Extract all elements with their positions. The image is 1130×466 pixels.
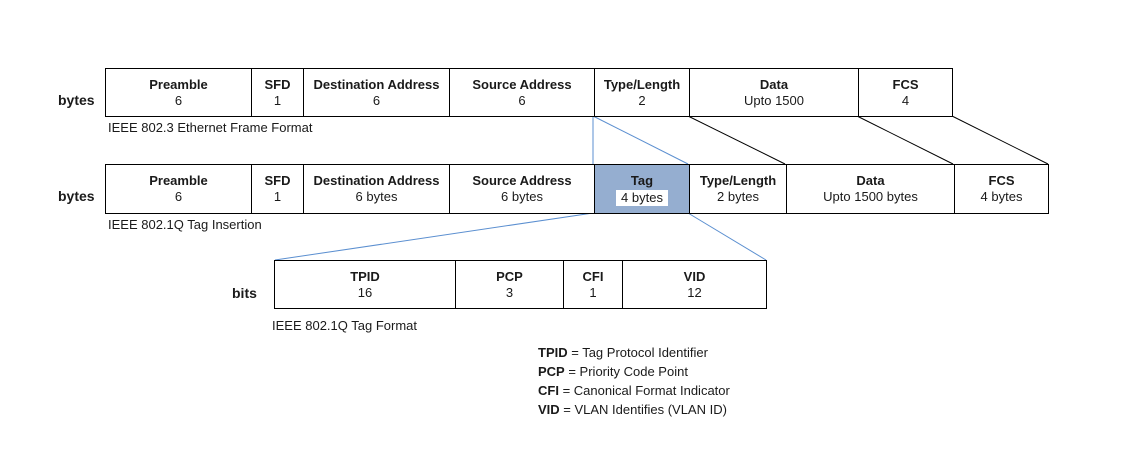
field-name: Destination Address [313, 173, 440, 188]
field-size: Upto 1500 bytes [823, 189, 918, 204]
ethernet-field-type-length: Type/Length 2 [595, 69, 690, 116]
legend-item-tpid: TPID = Tag Protocol Identifier [538, 343, 730, 362]
field-name: Type/Length [699, 173, 777, 188]
tag-field-pcp: PCP 3 [456, 261, 564, 308]
dot1q-field-tag: Tag 4 bytes [595, 165, 690, 213]
field-name: SFD [264, 173, 291, 188]
legend-text: = Canonical Format Indicator [558, 383, 730, 398]
shift-connector-data [856, 115, 954, 165]
field-size: 2 bytes [717, 189, 759, 204]
dot1q-field-destination: Destination Address 6 bytes [304, 165, 450, 213]
abbreviation-legend: TPID = Tag Protocol Identifier PCP = Pri… [538, 343, 730, 419]
tag-format-frame: TPID 16 PCP 3 CFI 1 VID 12 [274, 260, 767, 309]
tag-field-vid: VID 12 [623, 261, 766, 308]
legend-item-pcp: PCP = Priority Code Point [538, 362, 730, 381]
field-name: CFI [582, 268, 604, 284]
ethernet-frame: Preamble 6 SFD 1 Destination Address 6 S… [105, 68, 953, 117]
dot1q-field-source: Source Address 6 bytes [450, 165, 595, 213]
legend-abbr: CFI [538, 383, 559, 398]
field-size: 1 [589, 284, 597, 300]
legend-text: = Priority Code Point [564, 364, 688, 379]
dot1q-frame: Preamble 6 SFD 1 Destination Address 6 b… [105, 164, 1049, 214]
tag-unit-label: bits [232, 285, 257, 301]
field-size: 4 [901, 92, 910, 108]
legend-text: = Tag Protocol Identifier [567, 345, 708, 360]
tag-format-connector-left [274, 212, 594, 261]
dot1q-field-type-length: Type/Length 2 bytes [690, 165, 787, 213]
field-name: VID [683, 268, 706, 284]
field-size: 16 [357, 284, 373, 300]
tag-format-connector-right [687, 212, 767, 261]
field-size: 12 [687, 284, 702, 300]
ethernet-field-source: Source Address 6 [450, 69, 595, 116]
tag-field-cfi: CFI 1 [564, 261, 623, 308]
field-name: Source Address [472, 173, 572, 188]
field-name: Preamble [149, 173, 208, 188]
field-size: 6 [372, 92, 381, 108]
field-size: 6 bytes [355, 189, 398, 204]
legend-text: = VLAN Identifies (VLAN ID) [559, 402, 727, 417]
shift-connector-fcs [951, 115, 1049, 165]
field-name: Preamble [149, 76, 208, 92]
field-name: Data [759, 76, 789, 92]
dot1q-field-sfd: SFD 1 [252, 165, 304, 213]
field-size: 4 bytes [616, 189, 668, 206]
tag-field-tpid: TPID 16 [275, 261, 456, 308]
field-name: Type/Length [603, 76, 681, 92]
field-size: 6 [518, 92, 526, 108]
legend-item-vid: VID = VLAN Identifies (VLAN ID) [538, 400, 730, 419]
field-name: Source Address [472, 76, 572, 92]
field-size: 1 [273, 92, 282, 108]
dot1q-field-data: Data Upto 1500 bytes [787, 165, 955, 213]
field-size: 6 bytes [501, 189, 543, 204]
legend-item-cfi: CFI = Canonical Format Indicator [538, 381, 730, 400]
field-name: FCS [892, 76, 919, 92]
ethernet-field-sfd: SFD 1 [252, 69, 304, 116]
ethernet-field-preamble: Preamble 6 [106, 69, 252, 116]
field-name: PCP [496, 268, 523, 284]
legend-abbr: VID [538, 402, 560, 417]
field-size: 4 bytes [980, 189, 1023, 204]
field-name: Tag [630, 172, 654, 188]
field-size: 3 [505, 284, 514, 300]
ethernet-unit-label: bytes [58, 92, 95, 108]
field-size: 1 [273, 189, 282, 204]
field-size: 6 [174, 92, 183, 108]
field-size: Upto 1500 [744, 92, 804, 108]
ethernet-caption: IEEE 802.3 Ethernet Frame Format [108, 120, 313, 135]
field-name: SFD [264, 76, 291, 92]
field-name: Destination Address [313, 76, 440, 92]
ethernet-field-data: Data Upto 1500 [690, 69, 859, 116]
dot1q-field-preamble: Preamble 6 [106, 165, 252, 213]
shift-connector-type [687, 115, 786, 165]
dot1q-unit-label: bytes [58, 188, 95, 204]
field-name: TPID [350, 268, 380, 284]
legend-abbr: PCP [538, 364, 565, 379]
field-name: FCS [988, 173, 1015, 188]
tag-insert-connector-right [592, 115, 689, 165]
legend-abbr: TPID [538, 345, 568, 360]
field-size: 6 [174, 189, 183, 204]
tag-caption: IEEE 802.1Q Tag Format [272, 318, 417, 333]
ethernet-field-destination: Destination Address 6 [304, 69, 450, 116]
field-size: 2 [638, 92, 646, 108]
ethernet-field-fcs: FCS 4 [859, 69, 952, 116]
field-name: Data [856, 173, 885, 188]
dot1q-field-fcs: FCS 4 bytes [955, 165, 1048, 213]
dot1q-caption: IEEE 802.1Q Tag Insertion [108, 217, 262, 232]
